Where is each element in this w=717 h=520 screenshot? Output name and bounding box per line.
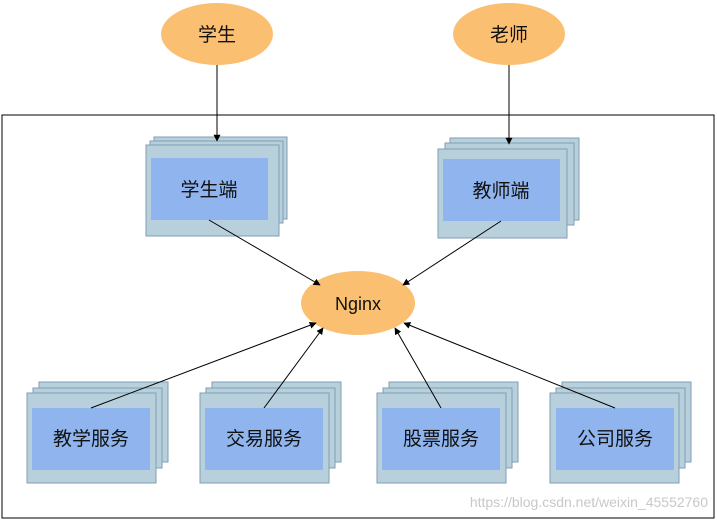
- edge-company-service-to-nginx: [403, 322, 616, 409]
- edge-stock-service-to-nginx: [394, 327, 442, 409]
- teaching-service-node: 教学服务: [26, 381, 169, 484]
- trading-service-node: 交易服务: [199, 381, 342, 484]
- teacher-user-label: 老师: [490, 24, 528, 46]
- edge-teacher-client-to-nginx: [402, 220, 502, 286]
- teaching-service-label: 教学服务: [53, 428, 129, 450]
- teacher-client-node: 教师端: [437, 137, 580, 239]
- company-service-label: 公司服务: [577, 428, 653, 450]
- student-client-node: 学生端: [145, 136, 288, 237]
- student-user-node: 学生: [161, 3, 273, 65]
- company-service-node: 公司服务: [549, 381, 692, 484]
- edge-student-client-to-nginx: [208, 219, 321, 286]
- edge-trading-service-to-nginx: [263, 327, 324, 409]
- stock-service-label: 股票服务: [403, 428, 479, 450]
- student-user-label: 学生: [198, 24, 236, 46]
- nginx-label: Nginx: [335, 294, 381, 314]
- edge-teaching-service-to-nginx: [90, 321, 317, 409]
- student-client-label: 学生端: [180, 179, 237, 201]
- teacher-client-label: 教师端: [472, 180, 529, 202]
- system-boundary: [1, 114, 715, 519]
- teacher-user-node: 老师: [453, 3, 565, 65]
- trading-service-label: 交易服务: [226, 428, 302, 450]
- watermark-text: https://blog.csdn.net/weixin_45552760: [470, 494, 708, 510]
- nginx-node: Nginx: [301, 271, 415, 335]
- stock-service-node: 股票服务: [376, 381, 519, 484]
